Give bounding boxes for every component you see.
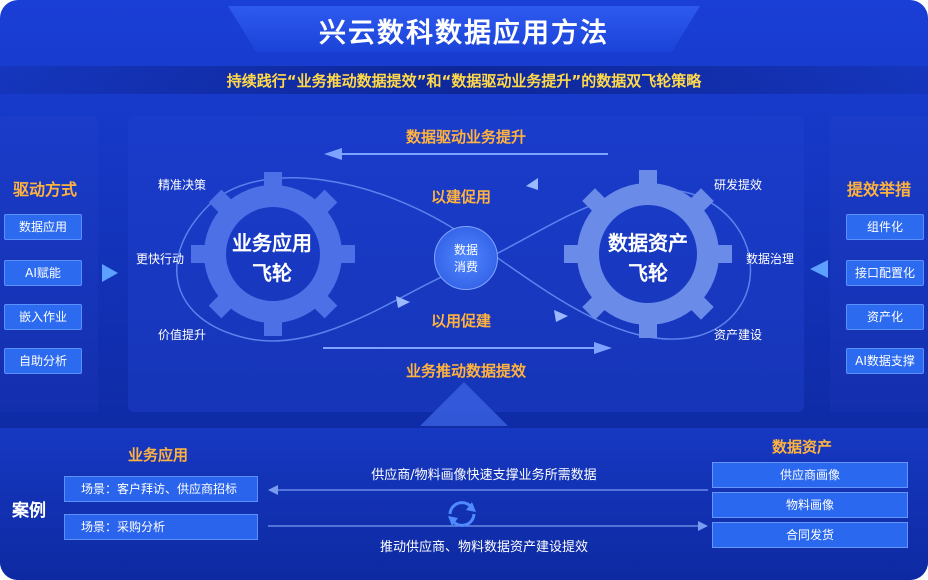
flywheel-diagram [176,148,752,354]
business-gear-label-line1: 业务应用 [232,231,312,255]
asset-case-title: 数据资产 [772,438,833,456]
business-gear-icon [191,172,355,336]
left-label-action: 更快行动 [136,252,185,266]
measure-chip-asset[interactable]: 资产化 [846,304,924,330]
up-arrow-icon [420,382,508,426]
flow-bottom-arrow-icon [698,521,708,531]
asset-row[interactable]: 供应商画像 [712,462,908,488]
left-panel-title: 驱动方式 [12,180,77,199]
bottom-flow-arrow-icon [594,342,612,354]
left-arrow-icon [102,264,118,282]
data-consumption-core: 数据 消费 [434,226,498,290]
right-label-governance: 数据治理 [746,252,795,266]
top-flow-label: 数据驱动业务提升 [405,128,526,146]
left-label-value: 价值提升 [158,328,207,342]
case-flow-arrows [268,485,708,531]
core-label-line1: 数据 [453,243,478,257]
asset-gear-label-line1: 数据资产 [608,231,688,255]
drive-chip-self-service[interactable]: 自助分析 [4,348,82,374]
build-label: 以建促用 [430,188,491,206]
asset-row[interactable]: 合同发货 [712,522,908,548]
core-label-line2: 消费 [453,260,478,274]
business-gear-label: 业务应用 飞轮 [222,228,322,288]
left-label-decision: 精准决策 [158,178,207,192]
flow-bottom-text: 推动供应商、物料数据资产建设提效 [379,540,588,555]
measure-chip-component[interactable]: 组件化 [846,214,924,240]
business-case-title: 业务应用 [128,446,189,464]
measure-chip-ai-data[interactable]: AI数据支撑 [846,348,924,374]
asset-row[interactable]: 物料画像 [712,492,908,518]
title-banner [228,6,700,52]
right-panel: 提效举措 组件化 接口配置化 资产化 AI数据支撑 [830,116,928,412]
right-label-asset-build: 资产建设 [714,328,763,342]
drive-chip-embed[interactable]: 嵌入作业 [4,304,82,330]
right-arrow-icon [810,260,828,278]
loop-arrow-lower-icon [396,296,410,308]
top-flow-arrow-icon [324,148,342,160]
right-panel-title: 提效举措 [846,180,911,199]
loop-arrow-right-icon [554,310,568,322]
page-subtitle: 持续践行“业务推动数据提效”和“数据驱动业务提升”的数据双飞轮策略 [0,66,928,94]
cases-label: 案例 [12,501,46,521]
left-panel: 驱动方式 数据应用 AI赋能 嵌入作业 自助分析 [0,116,98,412]
page-title: 兴云数科数据应用方法 [319,17,609,49]
business-gear-label-line2: 飞轮 [252,261,292,285]
sync-icon [448,501,476,527]
data-asset-gear-icon [564,170,732,338]
right-label-rd: 研发提效 [714,178,763,192]
scene-row[interactable]: 场景：采购分析 [64,514,258,540]
asset-gear-label: 数据资产 飞轮 [598,228,698,288]
scene-row[interactable]: 场景：客户拜访、供应商招标 [64,476,258,502]
flow-top-text: 供应商/物料画像快速支撑业务所需数据 [371,468,597,483]
asset-gear-label-line2: 飞轮 [628,261,668,285]
loop-arrow-upper-icon [526,178,538,190]
bottom-flow-label: 业务推动数据提效 [405,362,526,380]
use-label: 以用促建 [430,312,491,330]
measure-chip-interface[interactable]: 接口配置化 [846,260,924,286]
drive-chip-data-app[interactable]: 数据应用 [4,214,82,240]
flow-top-arrow-icon [268,485,278,495]
drive-chip-ai[interactable]: AI赋能 [4,260,82,286]
